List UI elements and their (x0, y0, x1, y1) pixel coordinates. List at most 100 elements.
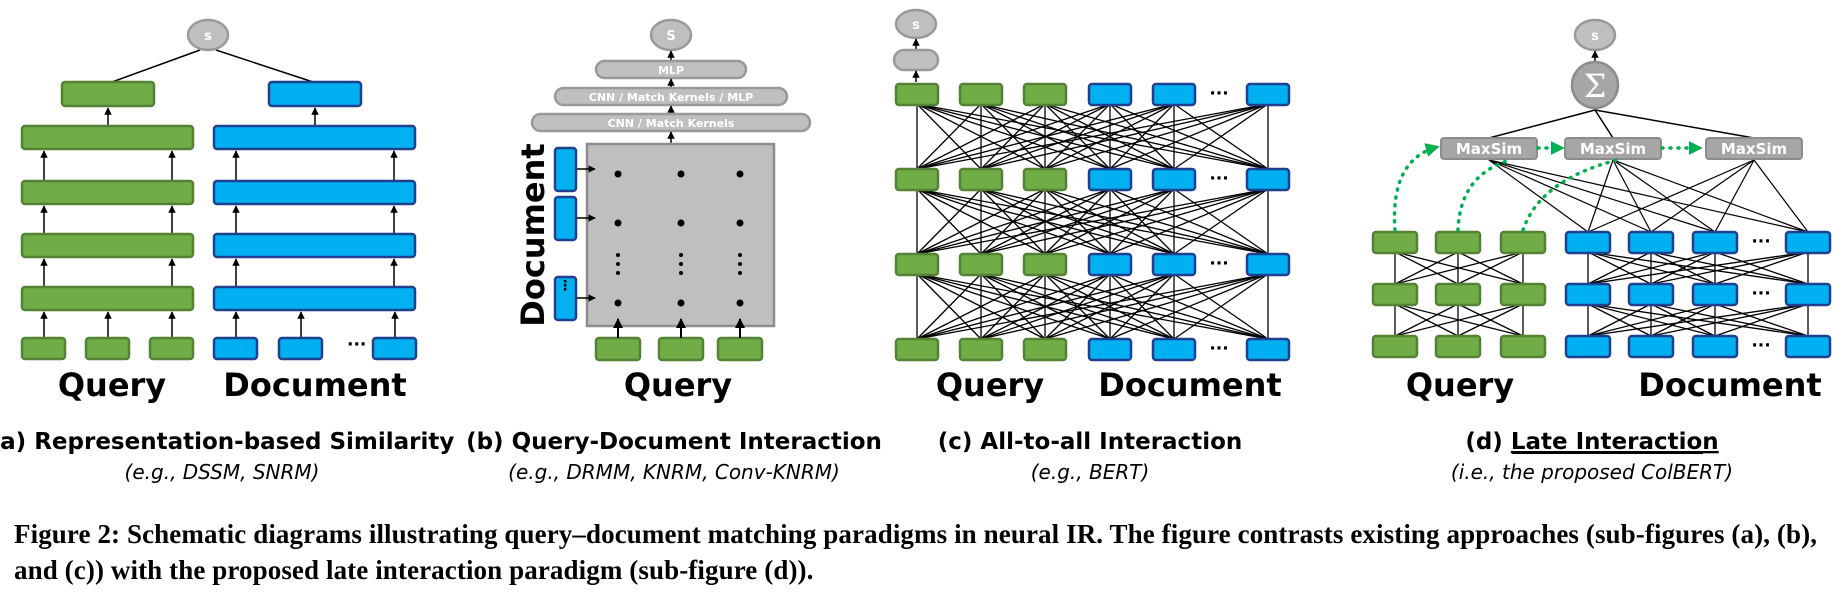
score-label: s (1591, 29, 1599, 44)
query-token (1499, 282, 1547, 307)
edge (1650, 159, 1755, 233)
document-token (277, 336, 324, 361)
edge (1044, 103, 1175, 170)
query-token (1022, 337, 1068, 362)
document-token (212, 336, 259, 361)
dotted-arrow (1456, 158, 1512, 232)
document-token (1784, 230, 1832, 255)
edge (1587, 159, 1614, 233)
document-label: Document (1098, 366, 1281, 404)
svg-text:(i.e., the proposed ColBERT): (i.e., the proposed ColBERT) (1451, 460, 1733, 484)
query-token (958, 252, 1004, 277)
query-token (594, 336, 642, 362)
edge (1587, 251, 1809, 285)
edge (1594, 109, 1755, 139)
document-token (1627, 282, 1675, 307)
document-token (1564, 334, 1612, 359)
query-token (1434, 282, 1482, 307)
edge (1650, 251, 1809, 285)
sigma-icon: Σ (1584, 67, 1607, 105)
document-encoding (267, 80, 363, 108)
document-layer (212, 124, 417, 151)
query-token (958, 337, 1004, 362)
ellipsis-dot (738, 271, 742, 275)
edge (980, 273, 1269, 340)
ellipsis: ··· (1209, 339, 1228, 359)
document-token (1691, 334, 1739, 359)
document-token (553, 146, 578, 193)
document-label: Document (514, 143, 552, 326)
edge (1714, 303, 1809, 337)
subcaption-c: (c) All-to-all Interaction (e.g., BERT) (938, 429, 1243, 484)
edge (1394, 303, 1459, 337)
query-label: Query (58, 366, 166, 404)
ellipsis: ⋮ (558, 278, 572, 294)
panel-b: S MLP CNN / Match Kernels / MLP CNN / Ma… (514, 18, 812, 404)
edge (1587, 159, 1755, 233)
document-token (1245, 167, 1291, 192)
ellipsis: ··· (1209, 169, 1228, 189)
figure-caption: Figure 2: Schematic diagrams illustratin… (14, 519, 1818, 585)
match-cell (736, 170, 744, 178)
edge (1394, 303, 1524, 337)
match-cell (677, 170, 685, 178)
query-token (958, 167, 1004, 192)
document-token (371, 336, 418, 361)
match-cell (614, 299, 622, 307)
edge (1753, 159, 1809, 233)
layer-cnn-kernels: CNN / Match Kernels (530, 112, 812, 133)
edge (1488, 109, 1596, 139)
document-layer (212, 232, 417, 259)
ellipsis: ··· (1209, 254, 1228, 274)
edge (1488, 159, 1652, 233)
document-token (1245, 82, 1291, 107)
maxsim-label: MaxSim (1456, 140, 1522, 158)
svg-text:MLP: MLP (658, 64, 684, 77)
layer-mlp: MLP (594, 59, 748, 80)
edge (916, 273, 1046, 340)
edge (916, 188, 1175, 255)
edge (1109, 188, 1269, 255)
svg-text:(b) Query-Document Interaction: (b) Query-Document Interaction (466, 429, 882, 455)
edge (1714, 251, 1809, 285)
edge (980, 188, 1269, 255)
maxsim-node: MaxSim (1705, 137, 1803, 160)
edge (1457, 303, 1524, 337)
query-token (20, 336, 67, 361)
query-token (1434, 230, 1482, 255)
query-token (1022, 167, 1068, 192)
document-token (1087, 82, 1133, 107)
edge (1714, 159, 1755, 233)
maxsim-node: MaxSim (1564, 137, 1662, 160)
query-token (716, 336, 764, 362)
edge (1173, 273, 1269, 340)
document-token (1564, 230, 1612, 255)
edge (980, 273, 1175, 340)
dotted-arrow (1392, 143, 1440, 232)
edge (916, 103, 1046, 170)
document-token (553, 195, 578, 242)
edge (1109, 273, 1175, 340)
edge (916, 273, 982, 340)
match-cell (614, 219, 622, 227)
match-cell (677, 299, 685, 307)
subcaption-a: (a) Representation-based Similarity (e.g… (0, 429, 454, 484)
query-encoding (60, 80, 156, 108)
score-node: S (649, 18, 693, 52)
edge (916, 188, 982, 255)
query-label: Query (624, 366, 732, 404)
edge (1587, 303, 1652, 337)
document-token (1087, 167, 1133, 192)
edge (916, 188, 1111, 255)
edge (1488, 159, 1589, 233)
edge (1173, 188, 1269, 255)
edge (916, 188, 1046, 255)
query-token (1499, 230, 1547, 255)
query-token (1371, 230, 1419, 255)
edge (916, 273, 1269, 340)
maxsim-label: MaxSim (1721, 140, 1787, 158)
svg-text:(e.g., BERT): (e.g., BERT) (1031, 460, 1150, 484)
svg-text:(a) Representation-based Simil: (a) Representation-based Similarity (0, 429, 454, 455)
